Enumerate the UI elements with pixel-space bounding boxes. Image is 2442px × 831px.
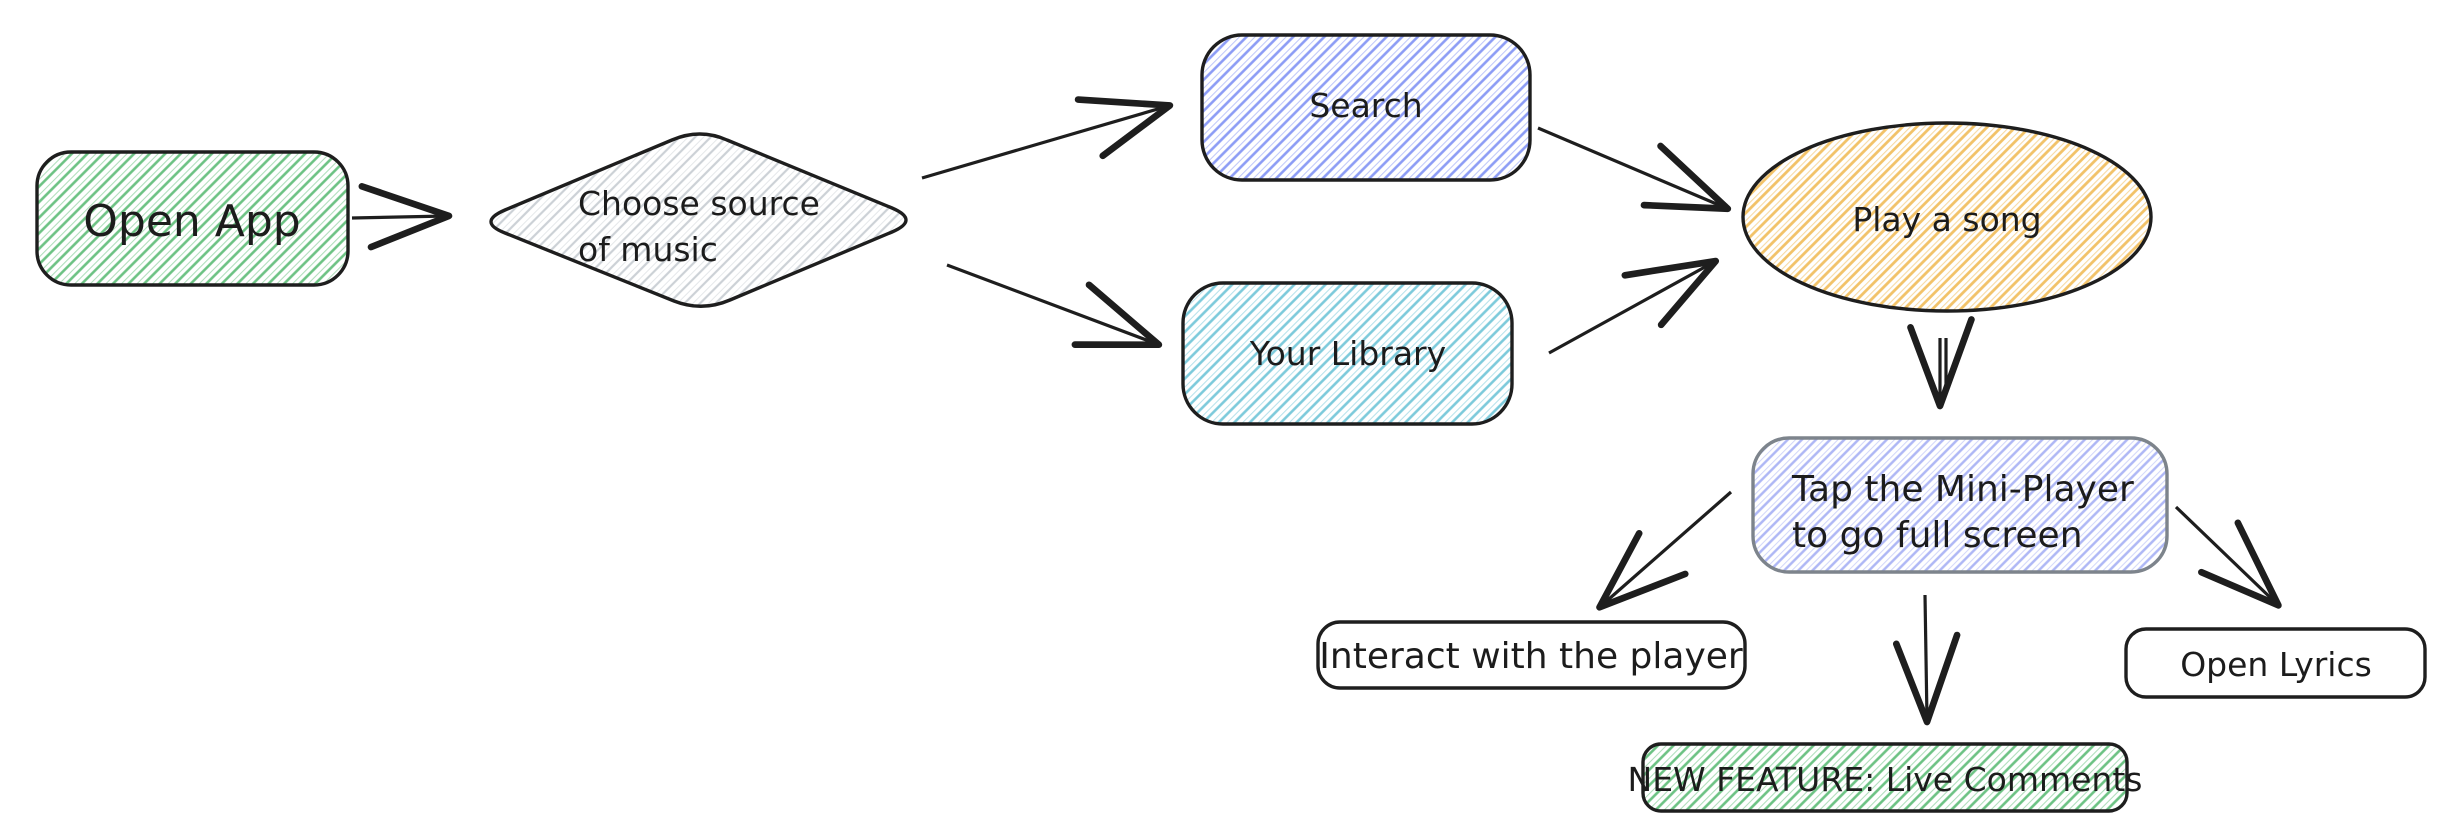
node-open-app: Open App: [35, 150, 350, 287]
node-open-lyrics-shape: [2124, 627, 2427, 699]
node-open-app-label: Open App: [83, 196, 300, 247]
edge-mini-player-to-interact-player: [1596, 490, 1733, 611]
node-your-library: Your Library: [1181, 281, 1514, 426]
nodes-layer: Open App Choose source of music Search Y…: [35, 33, 2427, 813]
node-interact-player-shape: [1316, 620, 1747, 690]
node-choose-source-label-line1: Choose source: [578, 184, 820, 223]
node-search-shape: [1200, 33, 1532, 182]
node-search-label: Search: [1309, 86, 1422, 125]
node-mini-player-label-line2: to go full screen: [1792, 515, 2083, 556]
edge-mini-player-to-live-comments: [1892, 594, 1961, 726]
node-interact-player: Interact with the player: [1316, 620, 1747, 690]
node-interact-player-label: Interact with the player: [1319, 636, 1743, 677]
node-live-comments: NEW FEATURE: Live Comments: [1628, 742, 2143, 813]
node-play-song: Play a song: [1741, 121, 2153, 313]
node-mini-player-shape: [1751, 436, 2169, 574]
edge-open-app-to-choose-source: [351, 183, 453, 251]
node-open-lyrics-label: Open Lyrics: [2180, 645, 2372, 684]
node-search: Search: [1200, 33, 1532, 182]
node-play-song-label: Play a song: [1852, 200, 2041, 239]
node-your-library-shape: [1181, 281, 1514, 426]
node-mini-player-label-line1: Tap the Mini-Player: [1791, 469, 2134, 510]
edge-choose-source-to-search: [921, 96, 1174, 180]
node-play-song-shape: [1741, 121, 2153, 313]
edge-mini-player-to-open-lyrics: [2174, 505, 2282, 609]
node-live-comments-label: NEW FEATURE: Live Comments: [1628, 760, 2143, 799]
node-mini-player: Tap the Mini-Player to go full screen: [1751, 436, 2169, 574]
node-live-comments-shape: [1641, 742, 2129, 813]
node-choose-source-label-line2: of music: [578, 230, 718, 269]
node-open-lyrics: Open Lyrics: [2124, 627, 2427, 699]
node-your-library-label: Your Library: [1249, 334, 1446, 373]
edge-your-library-to-play-song: [1548, 257, 1720, 355]
edge-play-song-to-mini-player: [1907, 316, 1975, 410]
edge-choose-source-to-your-library: [946, 263, 1163, 349]
edges-layer: [351, 96, 2282, 726]
node-open-app-shape: [35, 150, 350, 287]
edge-search-to-play-song: [1537, 126, 1732, 213]
node-choose-source-shape: [489, 132, 908, 308]
node-choose-source: Choose source of music: [489, 132, 908, 308]
